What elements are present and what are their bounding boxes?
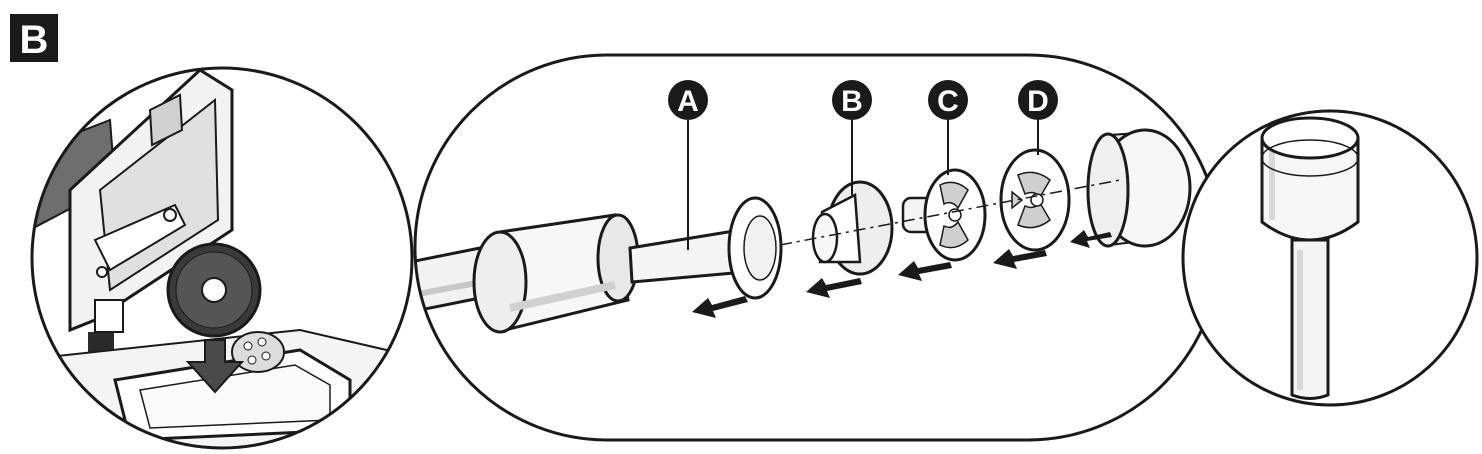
end-cap xyxy=(1086,128,1192,248)
arrow-left-icon xyxy=(898,261,952,281)
panel-label-badge: B xyxy=(10,14,58,62)
part-label-b: B xyxy=(832,80,872,120)
svg-text:A: A xyxy=(677,85,699,118)
svg-text:C: C xyxy=(937,85,959,118)
leader-lines xyxy=(687,120,1039,250)
svg-text:B: B xyxy=(841,85,863,118)
right-detail-circle xyxy=(1181,109,1479,407)
part-label-badges: A B C D xyxy=(668,80,1058,120)
part-d-cutting-disc xyxy=(999,148,1071,252)
part-c-cross-plate xyxy=(901,168,987,262)
arrow-left-icon xyxy=(806,278,862,298)
exploded-parts-view xyxy=(413,53,1222,442)
part-a-tapered-rod xyxy=(628,196,783,300)
part-b-cone xyxy=(811,180,894,276)
svg-text:D: D xyxy=(1027,85,1049,118)
cylinder-body xyxy=(472,213,640,334)
assembly-axis xyxy=(779,179,1121,246)
left-detail-circle xyxy=(30,66,414,450)
part-label-c: C xyxy=(928,80,968,120)
panel-label: B xyxy=(20,18,49,62)
arrow-left-icon xyxy=(692,296,748,318)
part-label-a: A xyxy=(668,80,708,120)
part-label-d: D xyxy=(1018,80,1058,120)
arrow-left-icon xyxy=(1070,230,1112,248)
assembly-arrows xyxy=(692,230,1112,318)
arrow-left-icon xyxy=(993,249,1047,269)
